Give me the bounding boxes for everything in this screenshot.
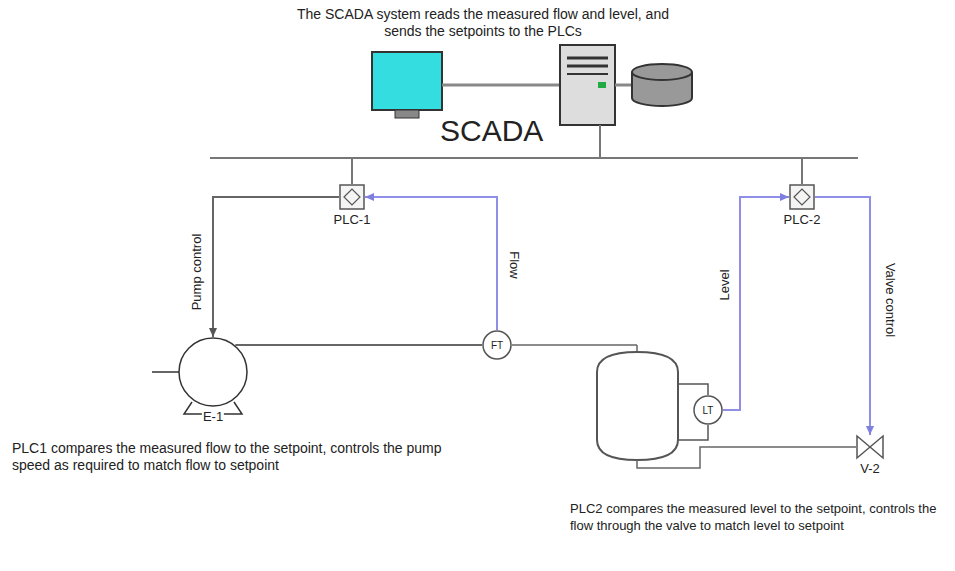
signal-line [365, 197, 497, 330]
node-outline [856, 435, 884, 459]
bus-drop [351, 158, 353, 184]
monitor-stand [395, 110, 419, 118]
signal-label: Flow [507, 249, 522, 280]
valve-symbol: V-2 [856, 435, 884, 459]
bus-drop [599, 125, 601, 158]
node-label: E-1 [202, 409, 224, 424]
signal-line [235, 344, 482, 346]
node-label: PLC-1 [333, 212, 372, 227]
server-tower [560, 45, 615, 125]
level-transmitter: LT [693, 395, 723, 425]
node-label: LT [693, 395, 723, 425]
plc-box: PLC-1 [339, 184, 365, 210]
node-outline [789, 184, 815, 210]
bus-drop [801, 158, 803, 184]
signal-line [213, 197, 339, 337]
node-outline [178, 337, 248, 407]
level-tap [678, 384, 708, 395]
system-name: SCADA [440, 114, 560, 148]
plc-box: PLC-2 [789, 184, 815, 210]
pump-symbol: E-1 [178, 337, 248, 407]
tank [597, 352, 678, 460]
cable [442, 84, 560, 87]
flow-transmitter: FT [482, 330, 512, 360]
description-note: PLC2 compares the measured level to the … [570, 500, 940, 534]
level-tap [678, 425, 708, 440]
pipe [637, 447, 856, 468]
pipe [512, 344, 637, 346]
network-bus [210, 157, 858, 159]
node-label: V-2 [859, 461, 881, 476]
node-label: PLC-2 [783, 212, 822, 227]
caption-note: The SCADA system reads the measured flow… [288, 6, 678, 40]
signal-line [815, 197, 870, 435]
node-outline [339, 184, 365, 210]
signal-label: Pump control [189, 232, 204, 313]
node-label: FT [482, 330, 512, 360]
signal-line [723, 197, 789, 410]
monitor [372, 52, 442, 110]
signal-label: Level [717, 267, 732, 302]
database-drum [632, 64, 692, 106]
description-note: PLC1 compares the measured flow to the s… [12, 440, 452, 474]
signal-label: Valve control [883, 261, 898, 339]
